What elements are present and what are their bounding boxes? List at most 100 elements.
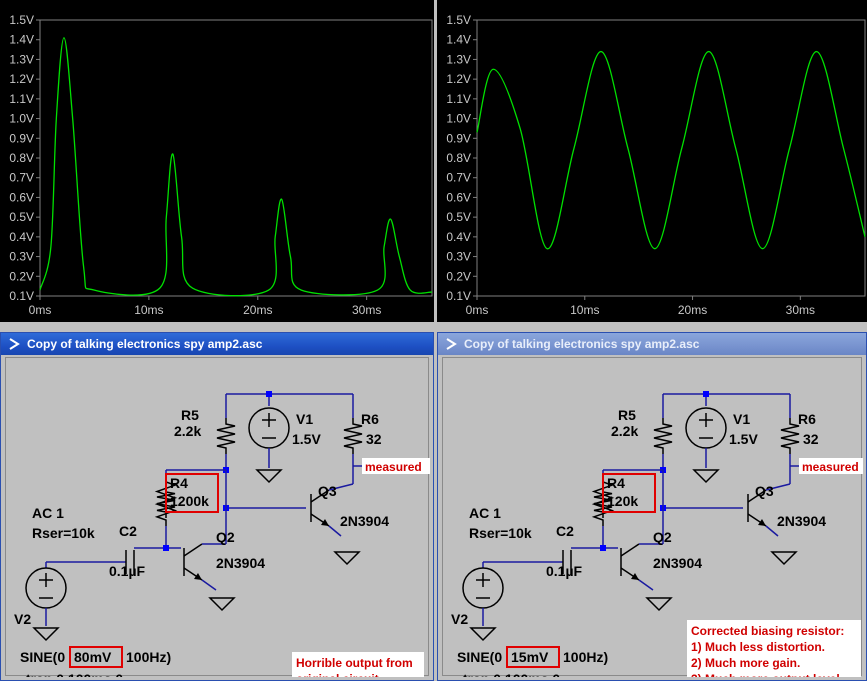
x-tick-label: 20ms [678,303,707,317]
label-r4: R4 [607,475,625,491]
left-window-titlebar[interactable]: Copy of talking electronics spy amp2.asc [1,333,433,355]
y-tick-label: 0.9V [9,131,34,145]
junction-dot [266,391,272,397]
trace-group [39,37,433,297]
y-tick-label: 1.2V [446,72,471,86]
label-r6: R6 [798,411,816,427]
y-tick-label: 0.3V [446,250,471,264]
label-q2: Q2 [216,529,235,545]
note-line: original circuit. [296,672,382,677]
r4-highlight-box [602,473,656,513]
label-r4: R4 [170,475,188,491]
q2-transistor-collector [183,543,203,557]
wire [765,483,791,491]
y-tick-label: 1.4V [9,33,34,47]
label-sine_amp: 15mV [511,649,549,665]
y-tick-label: 1.1V [446,92,471,106]
label-tran: .tran 0 100ms 0 [22,671,123,677]
y-tick-label: 1.2V [9,72,34,86]
y-tick-label: 0.1V [9,289,34,303]
label-r6v: 32 [803,431,819,447]
left-schematic-window[interactable]: Copy of talking electronics spy amp2.asc… [0,332,434,681]
trace-group [476,50,866,250]
label-measured: measured [802,460,859,474]
ground-symbol [770,551,798,566]
note-line: 1) Much less distortion. [691,640,825,654]
x-tick-label: 0ms [29,303,52,317]
y-tick-label: 1.1V [9,92,34,106]
label-r4v: 1200k [170,493,209,509]
note-line: Corrected biasing resistor: [691,624,844,638]
y-tick-label: 1.3V [446,52,471,66]
ground-symbol [692,469,720,484]
ltspice-schematic-icon [446,338,457,350]
label-v1v: 1.5V [292,431,321,447]
note-line: 2) Much more gain. [691,656,800,670]
y-tick-label: 0.6V [446,190,471,204]
q3-transistor-arrow [758,519,766,526]
ground-symbol [645,597,673,612]
wire [638,579,654,591]
q3-transistor-collector [747,489,767,503]
label-q3: Q3 [318,483,337,499]
sine-amplitude-highlight-box [506,646,560,668]
label-r5v: 2.2k [611,423,638,439]
q3-transistor-collector [310,489,330,503]
right-plot-svg: 1.5V1.4V1.3V1.2V1.1V1.0V0.9V0.8V0.7V0.6V… [446,13,866,317]
y-tick-label: 0.1V [446,289,471,303]
left-waveform-plot[interactable]: 1.5V 1.4V 1.3V 1.2V 1.1V 1.0V 0.9V 0.8V 0.7V 0.6V… [0,0,434,322]
ground-symbol [208,597,236,612]
left-schematic-svg: measuredR52.2kV11.5VR632R41200kQ32N3904A… [14,391,430,677]
label-r5: R5 [618,407,636,423]
y-tick-label: 0.5V [446,210,471,224]
q2-transistor-collector [620,543,640,557]
label-ac: AC 1 [469,505,501,521]
y-tick-label: 1.0V [9,112,34,126]
y-tick-label: 0.7V [9,171,34,185]
plot-frame [476,19,866,297]
label-q2v: 2N3904 [216,555,265,571]
q2-transistor-arrow [194,573,202,580]
y-tick-label: 0.6V [9,190,34,204]
label-ac: AC 1 [32,505,64,521]
ltspice-schematic-icon [9,338,20,350]
left-plot-svg: 1.5V 1.4V 1.3V 1.2V 1.1V 1.0V 0.9V 0.8V 0.7V 0.6V… [9,13,433,317]
label-q3: Q3 [755,483,774,499]
y-tick-label: 0.8V [9,151,34,165]
label-sine_post: 100Hz) [126,649,171,665]
junction-dot [600,545,606,551]
label-r6: R6 [361,411,379,427]
label-v1: V1 [296,411,313,427]
y-tick-label: 0.4V [446,230,471,244]
y-tick-label: 0.9V [446,131,471,145]
x-tick-label: 10ms [134,303,163,317]
label-c2v: 0.1µF [109,563,146,579]
x-tick-label: 10ms [570,303,599,317]
r6-resistor [343,418,363,454]
right-window-title: Copy of talking electronics spy amp2.asc [464,337,700,351]
y-tick-label: 1.3V [9,52,34,66]
junction-dot [703,391,709,397]
label-v2: V2 [451,611,468,627]
label-q3v: 2N3904 [340,513,389,529]
y-tick-label: 0.3V [9,250,34,264]
label-v1: V1 [733,411,750,427]
label-q2v: 2N3904 [653,555,702,571]
q2-transistor-arrow [631,573,639,580]
wire [328,483,354,491]
label-v2: V2 [14,611,31,627]
note-box [292,652,424,677]
y-tick-label: 1.5V [9,13,34,27]
r5-resistor [653,418,673,454]
right-window-titlebar[interactable]: Copy of talking electronics spy amp2.asc [438,333,866,355]
label-c2: C2 [119,523,137,539]
plot-frame [39,19,433,297]
wire [765,525,779,537]
label-c2v: 0.1µF [546,563,583,579]
ground-symbol [255,469,283,484]
label-r5: R5 [181,407,199,423]
right-schematic-window[interactable]: Copy of talking electronics spy amp2.asc… [437,332,867,681]
